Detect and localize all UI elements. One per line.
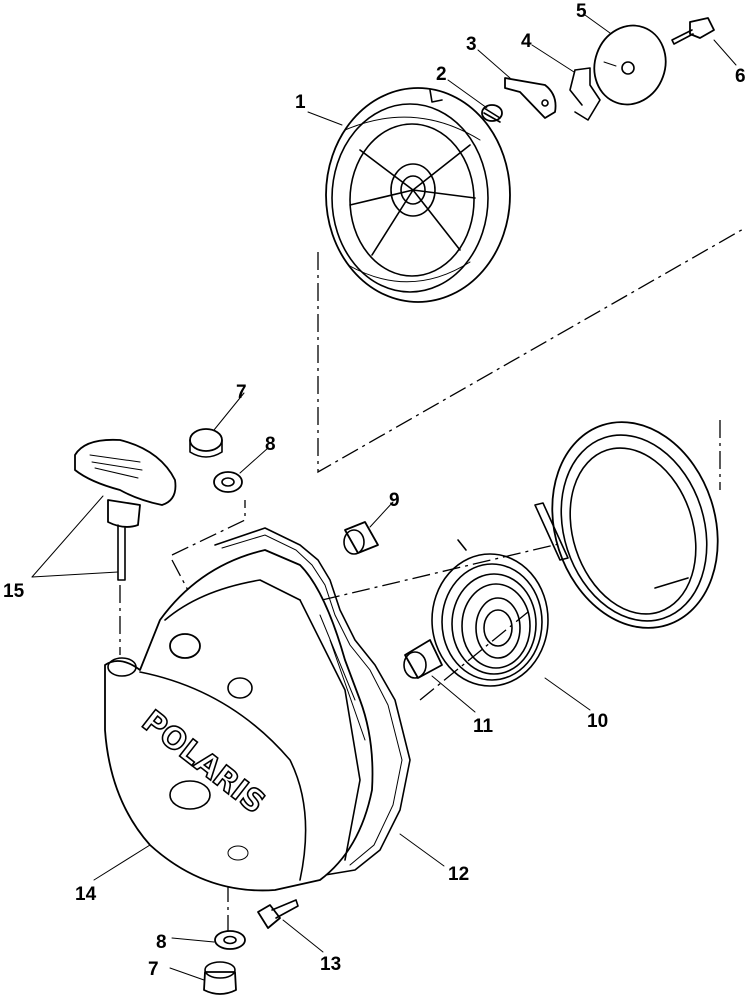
part-15-rope-handle [74,438,177,581]
part-14-starter-housing: POLARIS [104,549,374,892]
callout-7-bottom: 7 [148,959,159,980]
callout-7-top: 7 [236,382,247,403]
part-7-plug-top [189,428,223,458]
part-7-plug-bottom [203,961,237,995]
part-11-bushing [403,639,443,679]
part-2-spring [481,104,503,123]
part-13-bolt [257,899,299,929]
leader-lines [31,14,737,981]
callout-14: 14 [75,884,97,905]
part-1-rope-pulley [325,87,511,303]
callout-3: 3 [466,34,477,55]
part-4-friction-spring [569,67,601,121]
callout-12: 12 [448,864,469,885]
callout-4: 4 [521,31,532,52]
callout-6: 6 [735,66,746,87]
callout-8-top: 8 [265,434,276,455]
part-12-gasket [214,527,411,881]
part-5-plate [593,24,667,106]
callout-13: 13 [320,954,341,975]
callout-numbers: 1 2 3 4 5 6 7 8 9 10 11 12 13 14 15 8 7 [3,1,746,980]
callout-1: 1 [295,92,306,113]
callout-9: 9 [389,490,400,511]
spring-housing-drum [534,421,719,629]
part-8-washer-top [213,471,243,493]
part-10-recoil-spring [431,539,549,687]
callout-8-bottom: 8 [156,932,167,953]
callout-2: 2 [436,64,447,85]
part-8-washer-bottom [214,930,246,950]
callout-5: 5 [576,1,587,22]
callout-11: 11 [473,716,494,737]
part-3-ratchet-pawl [504,77,557,119]
callout-15: 15 [3,581,25,602]
part-6-bolt [671,17,715,45]
part-9-bushing [343,521,379,555]
callout-10: 10 [587,711,608,732]
